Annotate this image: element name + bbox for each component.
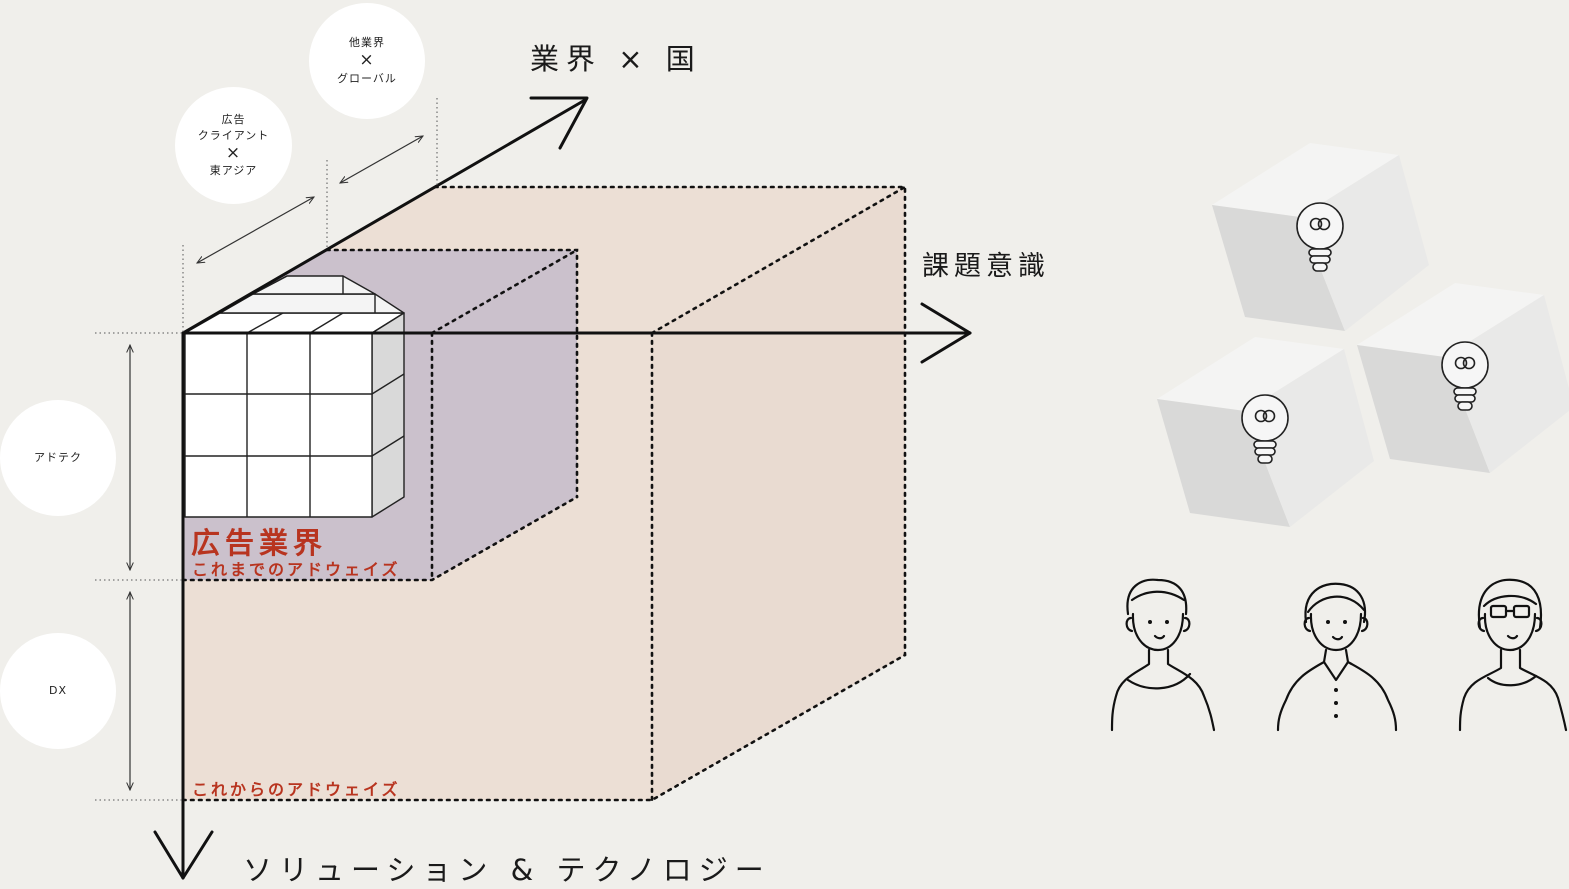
bubble-text: グローバル bbox=[337, 71, 397, 85]
bubble-text: 広告 bbox=[221, 112, 246, 126]
dimension-arrows bbox=[130, 136, 423, 790]
lightbulb-icon bbox=[1296, 202, 1344, 272]
horizontal-axis-label: 課題意識 bbox=[922, 251, 1050, 282]
bubble-text: 東アジア bbox=[209, 164, 258, 178]
vertical-arrowhead bbox=[153, 830, 214, 880]
bubble-text: 他業界 bbox=[349, 36, 385, 50]
bubble-text: クライアント bbox=[197, 128, 270, 142]
depth-arrowhead bbox=[529, 96, 589, 150]
axes bbox=[153, 96, 972, 880]
person-glasses-icon bbox=[1458, 578, 1568, 732]
lightbulb-icon bbox=[1441, 341, 1489, 411]
future-region-subtitle: これからのアドウェイズ bbox=[192, 780, 401, 799]
idea-cube bbox=[1357, 283, 1569, 473]
people bbox=[1110, 578, 1568, 732]
person-icon bbox=[1276, 582, 1398, 732]
outer-depth-bubble: 他業界 × グローバル bbox=[309, 3, 425, 119]
lightbulb-icon bbox=[1241, 394, 1289, 464]
horizontal-arrowhead bbox=[920, 302, 972, 364]
current-region-title: 広告業界 bbox=[191, 526, 328, 560]
current-region-subtitle: これまでのアドウェイズ bbox=[192, 560, 401, 579]
bubble-text: DX bbox=[48, 684, 67, 698]
inner-depth-bubble: 広告 クライアント × 東アジア bbox=[175, 87, 292, 204]
depth-axis-label: 業界 × 国 bbox=[530, 42, 702, 76]
depth-axis bbox=[181, 98, 587, 335]
dx-bubble: DX bbox=[0, 633, 116, 749]
times-symbol: × bbox=[359, 50, 375, 71]
vertical-axis-label: ソリューション & テクノロジー bbox=[243, 853, 771, 887]
guide-lines bbox=[95, 98, 438, 801]
idea-cube bbox=[1212, 143, 1429, 331]
bubble-text: アドテク bbox=[34, 451, 82, 465]
adtech-bubble: アドテク bbox=[0, 400, 116, 516]
person-icon bbox=[1110, 578, 1216, 732]
idea-cubes bbox=[1157, 143, 1569, 527]
idea-cube bbox=[1157, 337, 1374, 527]
times-symbol: × bbox=[225, 142, 242, 163]
